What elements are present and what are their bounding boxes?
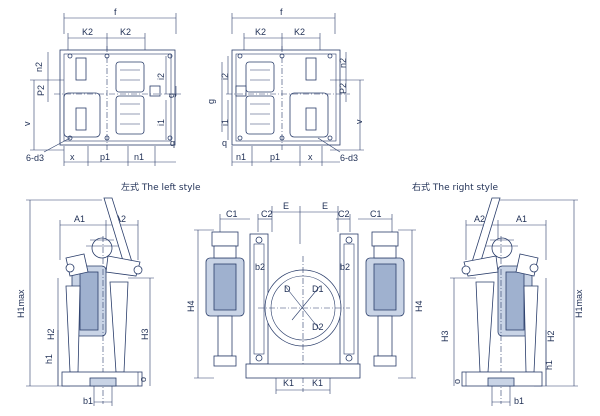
dim-n2-r: n2 <box>338 58 348 68</box>
dim-e-a: E <box>283 201 289 211</box>
dim-g-r: g <box>206 99 216 104</box>
dim-q-r: q <box>222 138 227 148</box>
dim-a1-r: A1 <box>516 214 527 224</box>
dim-h2-l: H2 <box>46 328 56 340</box>
bottom-left-side-view: H1max A1 A2 H2 H3 h1 o <box>16 197 154 406</box>
dim-k1-b: K1 <box>312 378 323 388</box>
dim-c1-a: C1 <box>226 209 238 219</box>
dim-g: g <box>166 93 176 98</box>
dim-h1max-r: H1max <box>574 289 584 318</box>
dim-b2-a: b2 <box>255 262 265 272</box>
dim-h1-r: h1 <box>544 360 554 370</box>
dim-c2-a: C2 <box>261 209 273 219</box>
dim-h1max-l: H1max <box>16 289 26 318</box>
caption-left-style: 左式 The left style <box>121 181 201 193</box>
dim-b2-b: b2 <box>340 262 350 272</box>
dim-c2-b: C2 <box>338 209 350 219</box>
dim-p1: p1 <box>100 152 110 162</box>
dim-p1-r: p1 <box>270 152 280 162</box>
dim-a1-l: A1 <box>74 214 85 224</box>
dim-h4-a: H4 <box>186 300 196 312</box>
dim-o-l: o <box>138 377 148 382</box>
dim-e-b: E <box>322 201 328 211</box>
dim-x: x <box>70 152 75 162</box>
dim-f: f <box>114 7 117 17</box>
dim-k2-a-r: K2 <box>255 27 266 37</box>
dim-v-r: v <box>354 119 364 124</box>
dim-c1-b: C1 <box>370 209 382 219</box>
dim-i1-r: i1 <box>220 119 230 126</box>
dim-a2-r: A2 <box>474 214 485 224</box>
dim-n2: n2 <box>34 62 44 72</box>
dim-h2-r: H2 <box>546 330 556 342</box>
dim-h1-l: h1 <box>44 354 54 364</box>
dim-q: q <box>170 138 175 148</box>
dim-d: D <box>284 284 291 294</box>
dim-f-r: f <box>280 7 283 17</box>
top-right-plan-view: f K2 K2 g i2 i1 q <box>206 7 364 166</box>
dim-k1-a: K1 <box>283 378 294 388</box>
dim-k2-b-r: K2 <box>294 27 305 37</box>
dim-x-r: x <box>308 152 313 162</box>
dim-k2-a: K2 <box>82 27 93 37</box>
dim-i2-r: i2 <box>220 73 230 80</box>
dim-h4-b: H4 <box>414 300 424 312</box>
dim-b1-r: b1 <box>514 396 524 406</box>
dim-p2-r: P2 <box>338 83 348 94</box>
dim-h3-l: H3 <box>140 328 150 340</box>
dim-o-r: o <box>452 379 462 384</box>
center-front-view: C1 C2 E E C2 C1 H4 H4 b2 <box>186 201 424 394</box>
bottom-right-side-view: H1max A2 A1 H2 H3 h1 o b1 <box>440 197 584 406</box>
caption-right-style: 右式 The right style <box>412 181 499 193</box>
dim-h3-r: H3 <box>440 330 450 342</box>
dim-d1-c: D1 <box>312 284 324 294</box>
dim-n1-r: n1 <box>236 152 246 162</box>
dim-a2-l: A2 <box>115 214 126 224</box>
dim-p2: P2 <box>36 85 46 96</box>
dim-n1: n1 <box>134 152 144 162</box>
top-left-plan-view: f K2 K2 <box>22 7 182 166</box>
dim-6-d3: 6-d3 <box>26 153 44 163</box>
dim-i2: i2 <box>156 73 166 80</box>
dim-d2: D2 <box>312 322 324 332</box>
dim-k2-b: K2 <box>120 27 131 37</box>
dim-v: v <box>22 121 32 126</box>
dim-b1-l: b1 <box>83 396 93 406</box>
dim-6-d3-r: 6-d3 <box>340 153 358 163</box>
dim-i1: i1 <box>156 119 166 126</box>
